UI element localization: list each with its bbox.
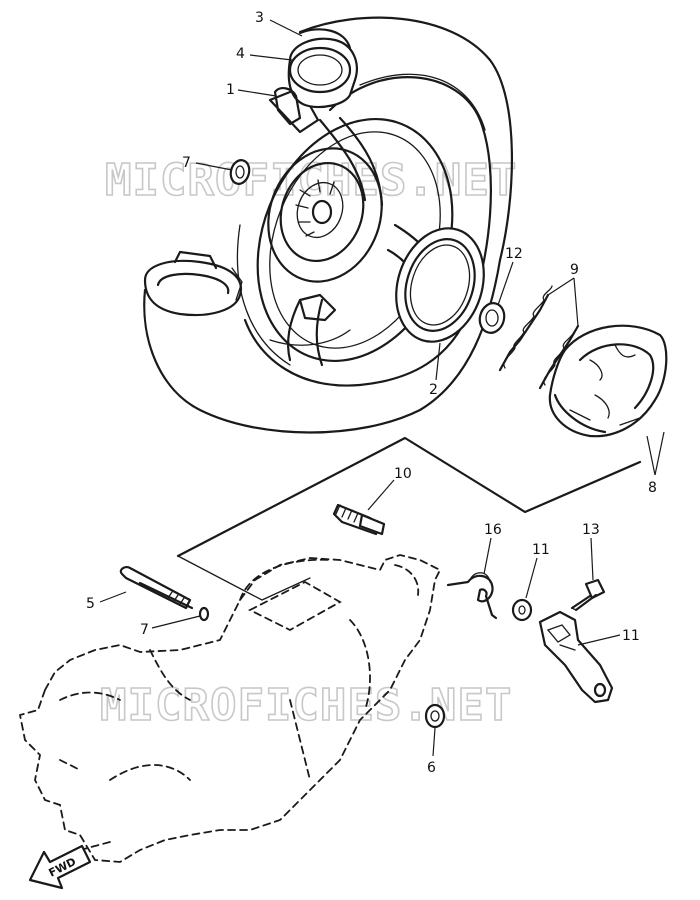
- collar-6: [424, 703, 446, 729]
- watermark-bottom: MICROFICHES.NET: [100, 680, 512, 731]
- callout-10: 10: [394, 466, 412, 482]
- callout-8: 8: [648, 480, 657, 496]
- washer-7-lower: [198, 606, 210, 622]
- tire-section-left: [143, 250, 243, 317]
- brake-springs-9: [498, 285, 580, 390]
- callout-11: 11: [622, 628, 640, 644]
- seal-ring-2: [395, 227, 485, 343]
- callout-2: 2: [429, 382, 438, 398]
- callout-13: 13: [582, 522, 600, 538]
- callout-4: 4: [236, 46, 245, 62]
- brake-shoes-8: [548, 324, 668, 438]
- transmission-case-dashed: [18, 554, 442, 863]
- callout-15: 12: [505, 246, 523, 262]
- axle-5: [119, 566, 194, 610]
- leader-lines: [99, 19, 665, 757]
- tire-section-top: [273, 28, 358, 126]
- callout-5: 5: [86, 596, 95, 612]
- callout-numbers: 3 4 1 7 2 12 9 8 10 5 7 6 16 11 13 11: [86, 10, 657, 776]
- callout-9: 9: [570, 262, 579, 278]
- callout-7b: 7: [140, 622, 149, 638]
- assembly-outline: [176, 436, 642, 558]
- torsion-spring-16: [446, 572, 498, 620]
- oil-seal-15: [478, 302, 506, 334]
- assembly-outline-2: [177, 555, 311, 601]
- cam-lever-11: [538, 610, 614, 704]
- callout-1: 1: [226, 82, 235, 98]
- callout-16: 16: [484, 522, 502, 538]
- callout-3: 3: [255, 10, 264, 26]
- callout-6: 6: [427, 760, 436, 776]
- fwd-arrow: FWD: [28, 844, 92, 890]
- bolt-13: [570, 578, 606, 612]
- cam-shaft-10: [332, 503, 386, 536]
- callout-12: 11: [532, 542, 550, 558]
- washer-12: [511, 598, 533, 622]
- callout-7a: 7: [182, 155, 191, 171]
